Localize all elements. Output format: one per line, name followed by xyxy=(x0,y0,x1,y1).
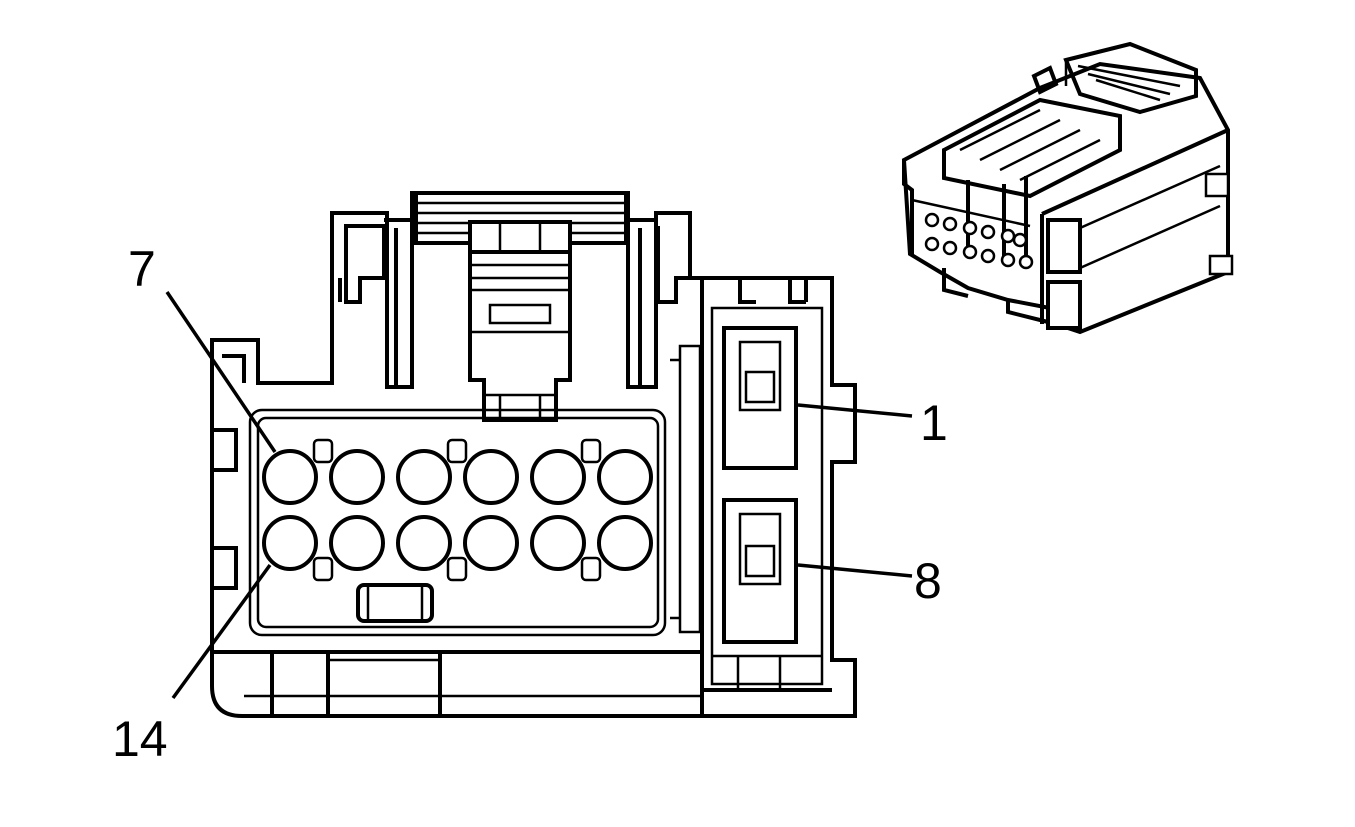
tpa-module xyxy=(670,278,832,692)
cavity xyxy=(262,449,318,505)
cavity xyxy=(463,449,519,505)
cavity xyxy=(597,515,653,571)
pin-label-8: 8 xyxy=(914,553,942,609)
left-side-tabs xyxy=(212,354,246,590)
leader-pin-7 xyxy=(165,291,277,453)
cavity xyxy=(463,515,519,571)
pin-label-14: 14 xyxy=(112,711,168,767)
cavities-bottom-row xyxy=(262,515,653,571)
iso-cavities xyxy=(924,212,1034,270)
bottom-rail-inner xyxy=(244,658,702,698)
connector-face-view: 7 14 1 8 xyxy=(112,191,948,767)
cavities-top-row xyxy=(262,449,653,505)
cavity xyxy=(530,515,586,571)
bottom-rail xyxy=(212,650,704,716)
polarization-key xyxy=(356,583,434,623)
cavity xyxy=(597,449,653,505)
cavity xyxy=(329,449,385,505)
cavity xyxy=(530,449,586,505)
right-post xyxy=(628,218,690,387)
cavity-recess-inner xyxy=(256,416,660,629)
cavity xyxy=(396,449,452,505)
cavity-recess xyxy=(248,408,667,637)
leader-pin-14 xyxy=(171,563,272,700)
left-post xyxy=(338,224,386,304)
cavity xyxy=(396,515,452,571)
pin-label-7: 7 xyxy=(128,241,156,297)
cavity-keys xyxy=(312,438,602,582)
leader-pin-1 xyxy=(797,403,913,418)
left-guide xyxy=(384,218,414,387)
top-latch xyxy=(414,191,628,422)
cavity xyxy=(262,515,318,571)
cavity xyxy=(329,515,385,571)
connector-isometric-view xyxy=(901,41,1234,335)
leader-pin-8 xyxy=(797,563,913,578)
pin-label-1: 1 xyxy=(920,395,948,451)
